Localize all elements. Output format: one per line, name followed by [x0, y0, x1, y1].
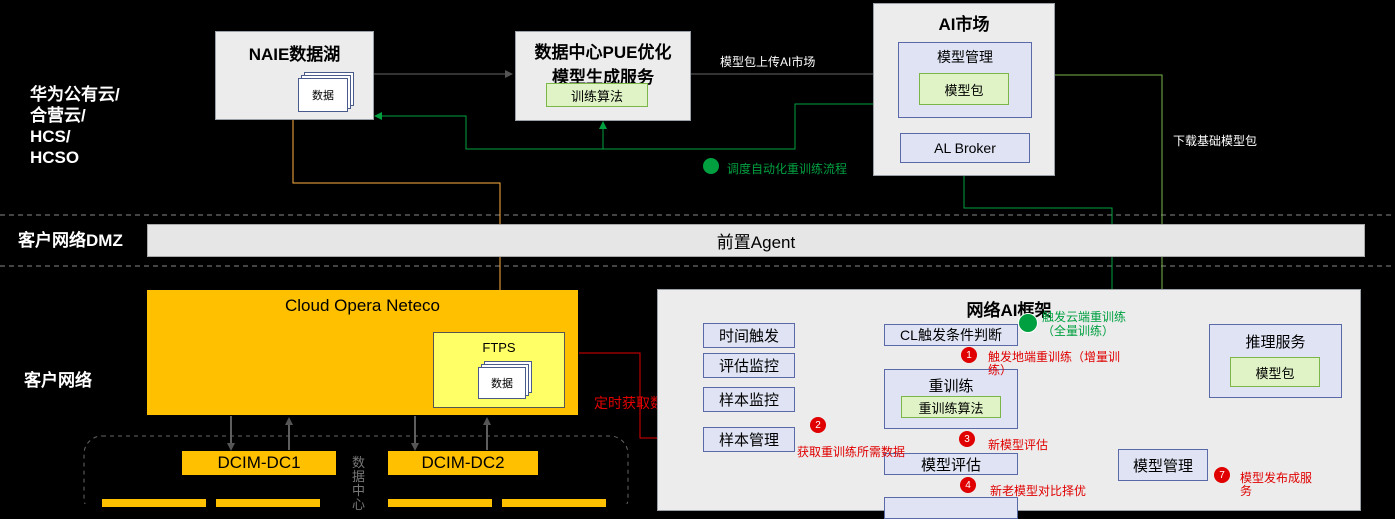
dc-sub-bar: [388, 499, 492, 507]
naie-data-doc-icon: 数据: [298, 78, 348, 112]
naie-data-lake-box: NAIE数据湖 数据: [215, 31, 374, 120]
naie-title: NAIE数据湖: [248, 45, 341, 64]
dc-sub-bar: [102, 499, 206, 507]
zone-label-cloud: 华为公有云/ 合营云/ HCS/ HCSO: [30, 84, 120, 168]
schedule-label: 调度自动化重训练流程: [727, 162, 848, 176]
model-eval-next-box: [884, 497, 1018, 519]
pue-title-line2: 模型生成服务: [552, 68, 654, 87]
training-algorithm-box: 训练算法: [546, 83, 648, 107]
dcim-dc2-bar: DCIM-DC2: [388, 451, 538, 475]
neteco-title: Cloud Opera Neteco: [285, 296, 440, 315]
zone-label-line: 合营云/: [30, 106, 86, 125]
dcim-dc1-bar: DCIM-DC1: [182, 451, 336, 475]
sample-monitor-box: 样本监控: [703, 387, 795, 412]
fetch-data-label: 获取重训练所需数据: [797, 445, 906, 459]
dc-sub-bar: [216, 499, 320, 507]
ai-market-box: AI市场 模型管理 模型包 AL Broker: [873, 3, 1055, 176]
trigger-cloud-dot-icon: [1018, 313, 1038, 333]
zone-label-line: 华为公有云/: [30, 85, 120, 104]
pue-service-box: 数据中心PUE优化 模型生成服务 训练算法: [515, 31, 691, 121]
pue-title-line1: 数据中心PUE优化: [534, 43, 672, 62]
step-2-badge: 2: [810, 417, 826, 433]
schedule-dot-icon: [703, 158, 719, 174]
retrain-algo-box: 重训练算法: [901, 396, 1001, 418]
front-agent-bar: 前置Agent: [147, 224, 1365, 257]
dc-sub-bar: [502, 499, 606, 507]
step-7-badge: 7: [1214, 467, 1230, 483]
time-trigger-box: 时间触发: [703, 323, 795, 348]
trigger-edge-line: 练）: [988, 363, 1013, 377]
compare-label: 新老模型对比择优: [990, 484, 1087, 498]
ftps-data-doc-icon: 数据: [478, 367, 526, 399]
download-label: 下载基础模型包: [1173, 134, 1258, 148]
retrain-title: 重训练: [928, 378, 974, 395]
inference-service-box: 推理服务 模型包: [1209, 324, 1342, 398]
step-3-badge: 3: [959, 431, 975, 447]
zone-label-dmz: 客户网络DMZ: [18, 231, 123, 250]
publish-line: 务: [1240, 484, 1253, 498]
step-1-badge: 1: [961, 347, 977, 363]
cl-judge-box: CL触发条件判断: [884, 324, 1018, 346]
zone-label-line: HCSO: [30, 148, 80, 167]
inference-model-pkg: 模型包: [1230, 357, 1320, 387]
trigger-cloud-line: 触发云端重训练: [1042, 310, 1127, 324]
inference-title: 推理服务: [1245, 334, 1306, 351]
new-eval-label: 新模型评估: [988, 438, 1049, 452]
ai-market-model-mgmt-box: 模型管理 模型包: [898, 42, 1032, 118]
zone-label-line: HCS/: [30, 127, 71, 146]
trigger-cloud-line: （全量训练）: [1042, 324, 1115, 338]
eval-monitor-box: 评估监控: [703, 353, 795, 378]
retrain-box: 重训练 重训练算法: [884, 369, 1018, 429]
ai-market-title: AI市场: [938, 15, 990, 34]
vertical-dc-label: 数据中心: [352, 455, 366, 512]
ftps-box: FTPS 数据: [433, 332, 565, 408]
model-eval-box: 模型评估: [884, 453, 1018, 475]
neteco-box: Cloud Opera Neteco FTPS 数据: [147, 290, 578, 415]
publish-line: 模型发布成服: [1240, 471, 1313, 485]
al-broker-box: AL Broker: [900, 133, 1030, 163]
trigger-edge-line: 触发地端重训练（增量训: [988, 350, 1121, 364]
upload-label: 模型包上传AI市场: [720, 55, 816, 69]
ai-market-model-mgmt-title: 模型管理: [937, 49, 993, 65]
step-4-badge: 4: [960, 477, 976, 493]
trigger-cloud-label: 触发云端重训练 （全量训练）: [1042, 310, 1126, 338]
framework-title: 网络AI框架: [966, 301, 1052, 320]
sample-mgmt-box: 样本管理: [703, 427, 795, 452]
ftps-title: FTPS: [482, 340, 516, 355]
ai-market-model-pkg: 模型包: [919, 73, 1009, 105]
zone-label-customer: 客户网络: [24, 371, 92, 390]
framework-model-mgmt-box: 模型管理: [1118, 449, 1208, 481]
trigger-edge-label: 触发地端重训练（增量训 练）: [988, 351, 1120, 377]
publish-label: 模型发布成服 务: [1240, 472, 1312, 498]
